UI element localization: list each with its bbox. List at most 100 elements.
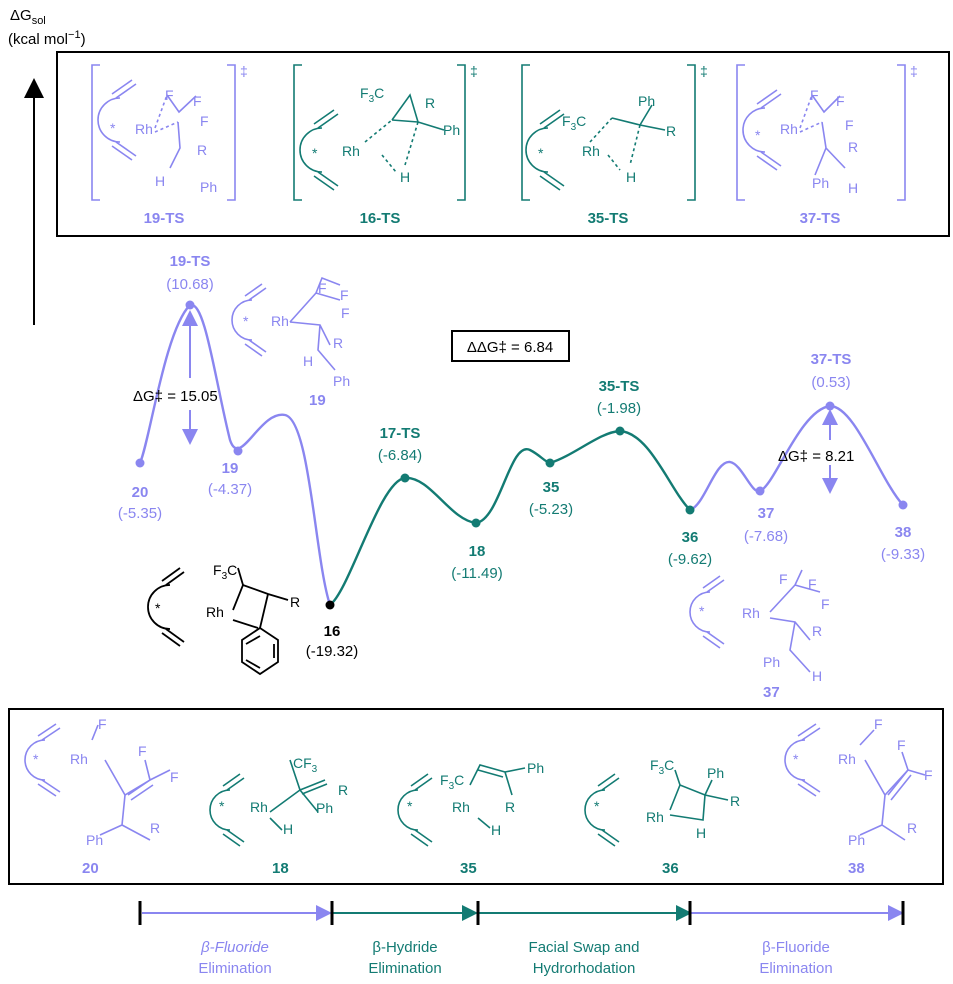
svg-text:F3C: F3C — [562, 113, 586, 133]
svg-text:*: * — [33, 751, 39, 767]
curve-segment-lavender-left — [138, 303, 332, 606]
svg-text:F: F — [810, 87, 819, 103]
svg-text:Ph: Ph — [527, 760, 544, 776]
svg-text:F: F — [874, 716, 883, 732]
point-17-ts — [400, 473, 410, 483]
svg-text:Ph: Ph — [812, 175, 829, 191]
segment-3-line1: Facial Swap and — [529, 939, 640, 956]
barrier-left-label: ΔG‡ = 15.05 — [133, 388, 218, 405]
svg-text:35-TS: 35-TS — [599, 378, 640, 395]
ts-structure-35 — [521, 64, 696, 201]
svg-text:R: R — [425, 95, 435, 111]
svg-text:(-1.98): (-1.98) — [597, 400, 641, 417]
svg-text:Rh: Rh — [582, 143, 600, 159]
point-20 — [135, 458, 145, 468]
svg-text:Rh: Rh — [342, 143, 360, 159]
svg-text:‡: ‡ — [240, 63, 248, 79]
svg-text:Ph: Ph — [763, 654, 780, 670]
mechanism-timeline: β-Fluoride Elimination β-Hydride Elimina… — [138, 901, 905, 977]
svg-text:19: 19 — [222, 460, 239, 477]
int-label-38: 38 — [848, 860, 865, 877]
svg-text:H: H — [283, 821, 293, 837]
ts-structure-19 — [91, 64, 236, 201]
svg-text:*: * — [155, 600, 161, 616]
axis-label: ΔGsol — [10, 7, 46, 27]
svg-text:F: F — [98, 716, 107, 732]
svg-text:Rh: Rh — [838, 751, 856, 767]
svg-text:R: R — [730, 793, 740, 809]
svg-text:F: F — [341, 305, 350, 321]
svg-text:*: * — [755, 127, 761, 143]
svg-text:F: F — [200, 113, 209, 129]
svg-text:Ph: Ph — [707, 765, 724, 781]
f3c-16: F3C — [360, 85, 384, 105]
ts-structures-box: * Rh F F F R H Ph ‡ * Rh F3C R — [56, 51, 950, 237]
svg-text:(10.68): (10.68) — [166, 276, 214, 293]
svg-text:*: * — [793, 751, 799, 767]
barrier-right-label: ΔG‡ = 8.21 — [778, 448, 854, 465]
svg-text:F: F — [924, 767, 933, 783]
svg-text:(-11.49): (-11.49) — [451, 565, 502, 582]
svg-text:H: H — [155, 173, 165, 189]
point-37 — [755, 486, 765, 496]
svg-text:*: * — [538, 145, 544, 161]
point-35-ts — [615, 426, 625, 436]
svg-text:R: R — [333, 335, 343, 351]
svg-text:F: F — [138, 743, 147, 759]
svg-text:R: R — [338, 782, 348, 798]
svg-text:*: * — [312, 145, 318, 161]
int-label-35: 35 — [460, 860, 477, 877]
svg-text:F: F — [193, 93, 202, 109]
svg-text:‡: ‡ — [700, 63, 708, 79]
svg-text:R: R — [197, 142, 207, 158]
svg-text:H: H — [303, 353, 313, 369]
y-axis: ΔGsol (kcal mol−1) — [8, 7, 86, 325]
svg-text:Ph: Ph — [638, 93, 655, 109]
svg-text:Rh: Rh — [452, 799, 470, 815]
svg-text:20: 20 — [132, 484, 149, 501]
svg-text:F: F — [340, 287, 349, 303]
svg-text:19-TS: 19-TS — [170, 253, 211, 270]
svg-text:19: 19 — [309, 392, 326, 409]
svg-text:*: * — [594, 798, 600, 814]
svg-text:37-TS: 37-TS — [811, 351, 852, 368]
segment-1-line2: Elimination — [198, 960, 271, 977]
svg-text:F: F — [897, 737, 906, 753]
svg-text:Rh: Rh — [271, 313, 289, 329]
segment-4-line1: β-Fluoride — [762, 939, 830, 956]
svg-text:H: H — [812, 668, 822, 684]
svg-text:R: R — [666, 123, 676, 139]
ts-structure-16 — [293, 64, 466, 201]
svg-text:Ph: Ph — [443, 122, 460, 138]
svg-text:*: * — [219, 798, 225, 814]
point-37-ts — [825, 401, 835, 411]
svg-text:H: H — [696, 825, 706, 841]
svg-text:*: * — [699, 603, 705, 619]
svg-text:‡: ‡ — [910, 63, 918, 79]
int-label-36: 36 — [662, 860, 679, 877]
svg-text:CF3: CF3 — [293, 755, 318, 775]
svg-text:F: F — [808, 576, 817, 592]
int-label-20: 20 — [82, 860, 99, 877]
point-38 — [898, 500, 908, 510]
svg-text:H: H — [491, 822, 501, 838]
svg-text:35: 35 — [543, 479, 560, 496]
svg-text:F: F — [170, 769, 179, 785]
svg-text:F3C: F3C — [650, 757, 674, 777]
svg-text:18: 18 — [469, 543, 486, 560]
svg-text:*: * — [243, 313, 249, 329]
point-labels: 20 (-5.35) 19-TS (10.68) 19 (-4.37) 16 (… — [118, 253, 925, 660]
svg-text:F: F — [318, 280, 327, 296]
svg-text:F3C: F3C — [213, 562, 237, 582]
int-label-18: 18 — [272, 860, 289, 877]
svg-text:Rh: Rh — [250, 799, 268, 815]
svg-text:R: R — [150, 820, 160, 836]
svg-text:(0.53): (0.53) — [811, 374, 850, 391]
svg-text:F: F — [845, 117, 854, 133]
svg-text:ΔΔG‡ = 6.84: ΔΔG‡ = 6.84 — [467, 339, 553, 356]
svg-text:Ph: Ph — [86, 832, 103, 848]
svg-text:Rh: Rh — [135, 121, 153, 137]
svg-text:H: H — [626, 169, 636, 185]
svg-text:F3C: F3C — [440, 772, 464, 792]
svg-text:38: 38 — [895, 524, 912, 541]
